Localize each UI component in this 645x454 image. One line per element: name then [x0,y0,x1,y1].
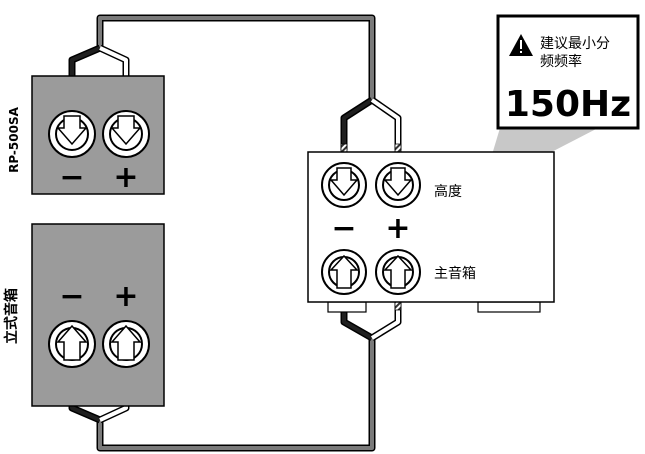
amp-high-plus-terminal [375,162,421,208]
main-speaker-label: 立式音箱 [3,288,20,344]
sub-minus-label: − [59,160,84,195]
amp-main-plus-terminal [375,249,421,295]
sub-plus-terminal [102,110,150,158]
warning-triangle-icon [509,34,533,56]
main-minus-label: − [59,279,84,314]
amp-high-label: 高度 [434,183,462,200]
sub-speaker-panel: − + [31,75,165,195]
note-line-2: 频频率 [540,53,582,70]
amp-plus-label: + [385,211,410,246]
amp-minus-label: − [331,211,356,246]
sub-minus-terminal [48,110,96,158]
amp-main-label: 主音箱 [434,265,476,282]
bottom-cable [96,338,376,452]
main-plus-terminal [102,320,150,368]
sub-speaker-model: RP-500SA [7,106,21,172]
amplifier-panel: 高度 − + 主音箱 [307,151,555,313]
amp-high-minus-terminal [321,162,367,208]
main-speaker-panel: − + [31,223,165,407]
amp-main-minus-terminal [321,249,367,295]
main-plus-label: + [113,279,138,314]
sub-plus-label: + [113,160,138,195]
amp-high-wires [340,97,402,161]
crossover-frequency: 150Hz [505,84,631,125]
main-minus-terminal [48,320,96,368]
crossover-note: 建议最小分 频频率 150Hz [496,14,640,130]
note-line-1: 建议最小分 [540,36,610,52]
top-cable [96,14,376,100]
